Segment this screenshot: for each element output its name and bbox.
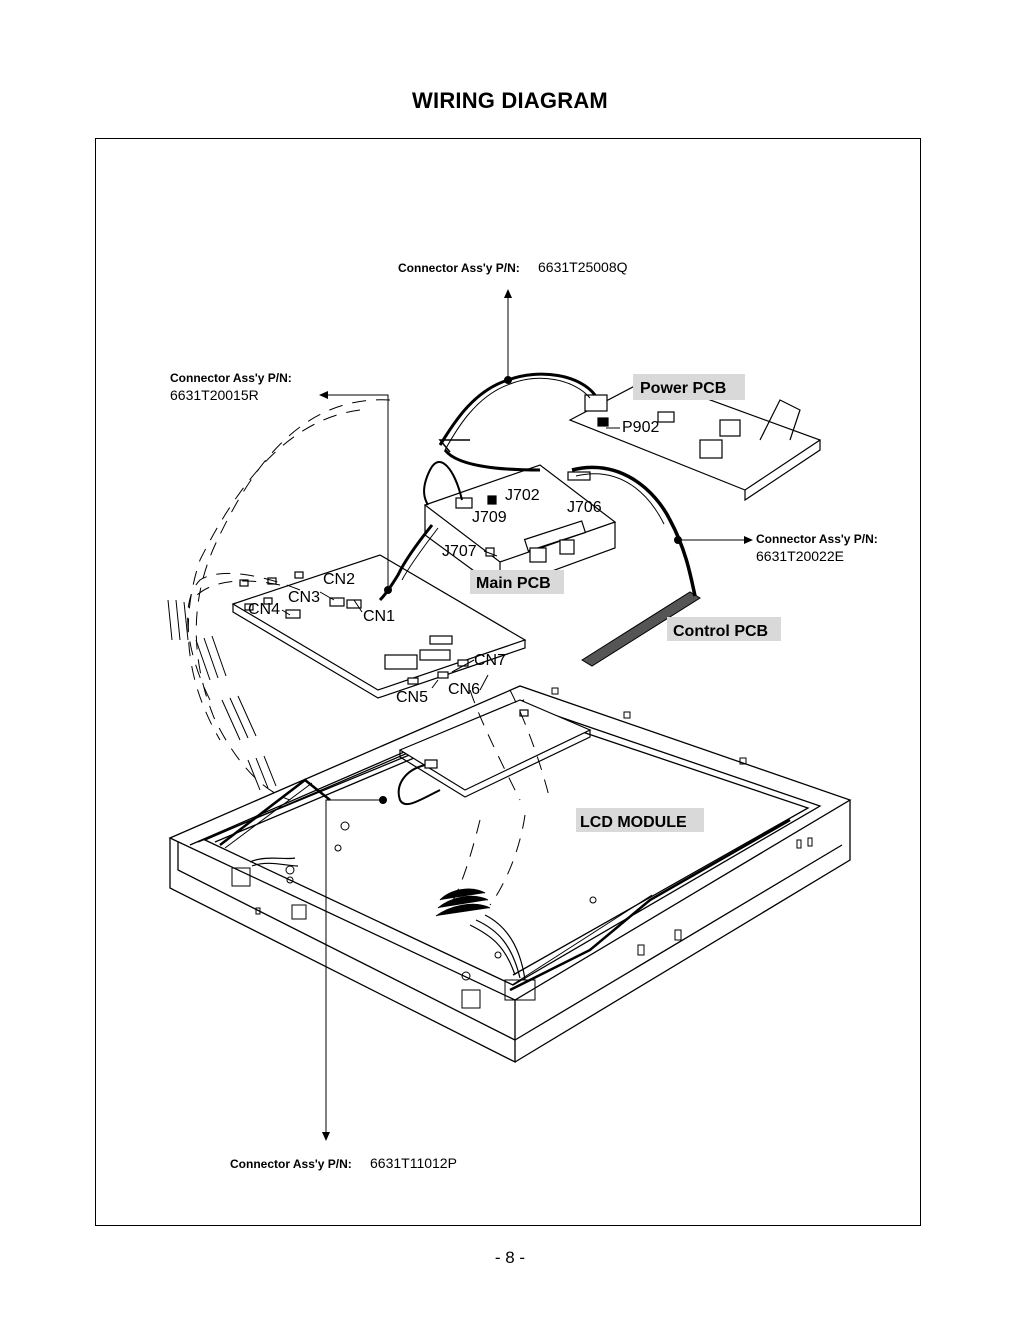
page-number: - 8 - [494,1248,526,1267]
connector-left-prefix: Connector Ass'y P/N: [170,371,292,385]
page-title: WIRING DIAGRAM [412,88,608,113]
inverter-board [231,554,527,699]
jack-cn1: CN1 [363,608,395,625]
jack-cn4: CN4 [248,601,280,618]
lamp-wire-bundles [167,599,491,917]
jack-j709: J709 [472,509,507,526]
jack-j706: J706 [567,499,602,516]
lcd-module-chassis [168,685,852,1064]
jack-cn2: CN2 [323,571,355,588]
connector-right-part: 6631T20022E [756,548,844,564]
jack-j707: J707 [442,543,477,560]
diagram-frame [95,138,921,1226]
connector-right-prefix: Connector Ass'y P/N: [756,532,878,546]
connector-bottom-prefix: Connector Ass'y P/N: [230,1157,352,1171]
power-pcb-label: Power PCB [640,380,726,397]
main-pcb-board [423,464,617,591]
jack-cn5: CN5 [396,689,428,706]
label-backgrounds [470,374,781,832]
dashed-routing [187,399,551,906]
control-pcb-label: Control PCB [673,623,768,640]
jack-leaders [281,427,620,691]
jack-j702: J702 [505,487,540,504]
jack-cn7: CN7 [474,652,506,669]
connector-left-part: 6631T20015R [170,387,259,403]
connector-top-part: 6631T25008Q [538,259,628,275]
power-pcb-board [568,377,822,502]
jack-cn6: CN6 [448,681,480,698]
jack-cn3: CN3 [288,589,320,606]
chassis-details [231,687,813,1009]
jack-p902: P902 [622,419,659,436]
lcd-module-label: LCD MODULE [580,814,687,831]
leader-lines [319,289,753,1141]
connector-top-prefix: Connector Ass'y P/N: [398,261,520,275]
connector-bottom-part: 6631T11012P [370,1155,457,1171]
main-pcb-label: Main PCB [476,575,551,592]
control-pcb-strip [581,591,701,667]
